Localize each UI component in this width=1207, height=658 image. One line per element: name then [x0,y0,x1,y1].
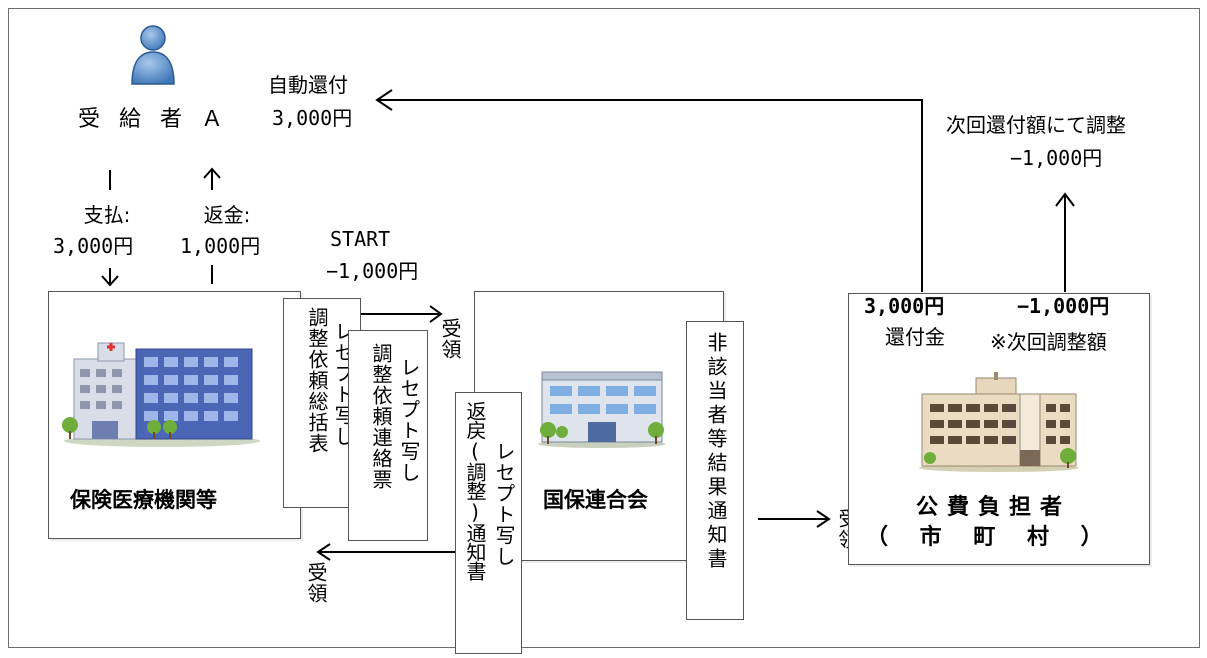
doc-summary-line-1: 調整依頼総括表 [305,307,329,454]
to-municipality-arrow-head [816,510,831,528]
auto-refund-line [378,99,923,292]
receive-label-bottom-left: 受領 [304,562,328,604]
auto-refund-amount: 3,000円 [272,106,353,130]
doc-nonapplicable-box: 非該当者等結果通知書 [686,321,744,620]
doc-request-box: 調整依頼連絡票 レセプト写し [348,330,428,541]
doc-request-line-1: 調整依頼連絡票 [369,343,393,490]
auto-refund-label: 自動還付 [268,73,348,97]
start-label: START [330,227,391,251]
next-adjust-amount: −1,000円 [1010,146,1103,170]
next-adjust-arrow-head [1055,192,1075,207]
pay-label: 支払: [83,203,131,227]
municipality-name: 公費負担者 [916,495,1072,520]
hospital-building-icon [62,342,260,447]
refund-label: 返金: [203,203,251,227]
doc-return-line-2: レセプト写し [492,441,516,567]
municipality-refund-label: 還付金 [885,325,945,349]
return-arrow-head [316,543,331,561]
doc-request-line-2: レセプト写し [397,357,421,483]
person-icon [131,25,175,85]
municipality-sub: （ 市 町 村 ） [866,525,1115,550]
recipient-name: 受 給 者 Ａ [78,107,229,132]
doc-return-line-1: 返戻(調整)通知書 [463,401,487,580]
pay-arrow-head [101,268,119,287]
start-amount: −1,000円 [326,259,419,283]
auto-refund-arrow-head [375,89,393,111]
next-adjust-label: 次回還付額にて調整 [946,113,1126,137]
refund-arrow-head [203,167,221,190]
kokuho-name: 国保連合会 [543,488,648,512]
doc-return-box: 返戻(調整)通知書 レセプト写し [455,392,522,654]
city-hall-building-icon [919,372,1079,472]
pay-amount: 3,000円 [53,234,134,258]
doc-nonapplicable-line-1: 非該当者等結果通知書 [704,332,728,572]
refund-amount: 1,000円 [180,234,261,258]
municipality-next-label: ※次回調整額 [990,330,1107,354]
start-arrow-head [429,305,443,323]
diagram-frame [8,8,1200,648]
hospital-name: 保険医療機関等 [70,488,217,512]
kokuho-building-icon [538,371,666,448]
municipality-refund-amount: 3,000円 [864,294,945,318]
receive-label-right: 受領 [438,318,462,360]
municipality-next-amount: −1,000円 [1017,294,1110,318]
